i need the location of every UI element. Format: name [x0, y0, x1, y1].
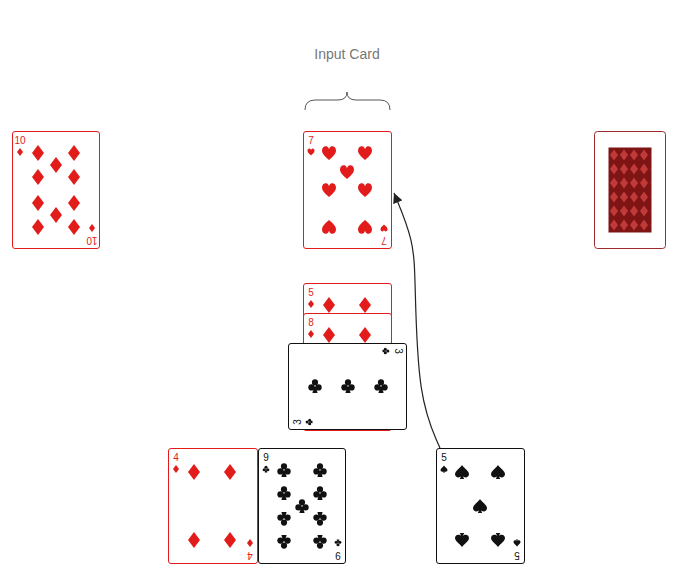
card-pips [289, 344, 408, 431]
index-pip [514, 540, 521, 547]
card-index: 5 [514, 550, 520, 561]
card-index: 10 [86, 235, 97, 246]
suit-pip [491, 465, 505, 479]
index-pip [441, 466, 448, 473]
suit-pip [32, 195, 44, 211]
suit-pip [359, 297, 371, 313]
suit-pip [358, 146, 372, 160]
suit-pip [340, 165, 354, 179]
index-pip [17, 148, 23, 156]
suit-pip [323, 327, 335, 343]
suit-pip [455, 465, 469, 479]
card-index: 3 [292, 419, 303, 425]
playing-card: 99 [258, 448, 346, 564]
card-index: 3 [393, 348, 404, 354]
suit-pip [50, 207, 62, 223]
card-pips [437, 449, 526, 565]
index-pip [308, 149, 315, 156]
index-pip [308, 300, 314, 308]
index-pip [263, 466, 270, 473]
playing-card: 33 [288, 343, 407, 430]
suit-pip [188, 464, 200, 480]
suit-pip [277, 535, 290, 549]
suit-pip [68, 195, 80, 211]
suit-pip [308, 379, 321, 393]
suit-pip [188, 532, 200, 548]
suit-pip [491, 533, 505, 547]
suit-pip [322, 220, 336, 234]
suit-pip [295, 499, 308, 513]
card-index: 7 [308, 135, 314, 146]
card-pips [169, 449, 259, 565]
suit-pip [313, 486, 326, 500]
card-pips [304, 132, 393, 250]
suit-pip [323, 297, 335, 313]
card-index: 4 [247, 550, 253, 561]
index-pip [173, 465, 179, 473]
suit-pip [68, 145, 80, 161]
suit-pip [341, 379, 354, 393]
suit-pip [322, 146, 336, 160]
card-index: 7 [381, 235, 387, 246]
suit-pip [224, 532, 236, 548]
index-pip [335, 540, 342, 547]
playing-card: 77 [303, 131, 392, 249]
card-index: 10 [14, 135, 25, 146]
suit-pip [359, 327, 371, 343]
suit-pip [313, 535, 326, 549]
card-index: 4 [173, 452, 179, 463]
suit-pip [277, 512, 290, 526]
suit-pip [473, 499, 487, 513]
card-index: 5 [308, 287, 314, 298]
suit-pip [455, 533, 469, 547]
suit-pip [68, 169, 80, 185]
card-index: 5 [441, 452, 447, 463]
suit-pip [68, 219, 80, 235]
bracket [305, 92, 390, 110]
index-pip [308, 330, 314, 338]
card-index: 9 [263, 452, 269, 463]
suit-pip [313, 463, 326, 477]
index-pip [381, 225, 388, 232]
index-pip [89, 224, 95, 232]
index-pip [383, 348, 390, 355]
caption-label: Input Card [312, 45, 382, 64]
card-index: 9 [335, 550, 341, 561]
suit-pip [313, 512, 326, 526]
suit-pip [32, 219, 44, 235]
suit-pip [50, 157, 62, 173]
playing-card: 10 10 [12, 131, 100, 249]
suit-pip [32, 145, 44, 161]
card-index: 8 [308, 317, 314, 328]
suit-pip [374, 379, 387, 393]
card-back-pattern [609, 148, 651, 232]
suit-pip [322, 183, 336, 197]
index-pip [306, 419, 313, 426]
suit-pip [224, 464, 236, 480]
card-back [595, 132, 666, 249]
index-pip [247, 539, 253, 547]
card-pips [13, 132, 101, 250]
card-pips [259, 449, 347, 565]
playing-card: 44 [168, 448, 258, 564]
suit-pip [32, 169, 44, 185]
suit-pip [277, 463, 290, 477]
playing-card: 55 [436, 448, 525, 564]
suit-pip [358, 183, 372, 197]
suit-pip [358, 220, 372, 234]
suit-pip [277, 486, 290, 500]
